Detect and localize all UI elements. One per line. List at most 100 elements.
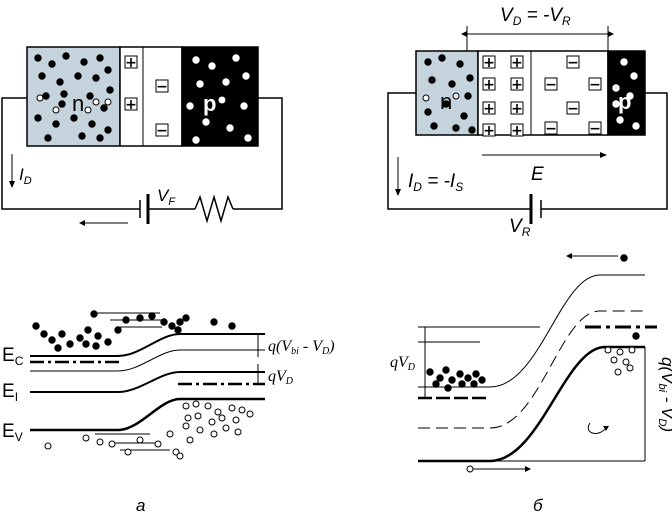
hole-dot [620, 58, 628, 66]
right-current-arrowhead [395, 189, 401, 196]
right-electron-arrowhead [566, 253, 572, 259]
right-wire-right [541, 92, 668, 210]
hole-dot [136, 436, 144, 444]
left-band-carriers [32, 310, 254, 460]
donor-ion: + [483, 123, 495, 139]
hole-dot [228, 404, 236, 412]
electron-dot [210, 318, 218, 326]
right-p-label: p [618, 89, 631, 114]
hole-dot [214, 408, 222, 416]
electron-dot [424, 108, 432, 116]
hole-dot [204, 402, 212, 410]
hole-dot [108, 440, 116, 448]
hole-dot [182, 422, 190, 430]
electron-dot [182, 314, 190, 322]
electron-dot [84, 326, 92, 334]
hole-dot [92, 98, 100, 106]
electron-dot [470, 380, 478, 388]
hole-dot [186, 436, 194, 444]
electron-dot [174, 326, 182, 334]
hole-dot [238, 406, 246, 414]
acceptor-ion: − [156, 123, 168, 139]
electron-dot [114, 326, 122, 334]
electron-dot [460, 112, 468, 120]
hole-dot [176, 452, 184, 460]
right-circuit: ++++++++−−−−−− n p VD = -VR ID = -IS E V… [387, 5, 668, 239]
hole-dot [242, 72, 250, 80]
electron-dot [38, 72, 46, 80]
right-voltage-label: VR [509, 216, 531, 239]
hole-dot [240, 102, 248, 110]
hole-dot [194, 412, 202, 420]
hole-dot [186, 102, 194, 110]
left-p-label: p [203, 91, 216, 116]
electron-dot [442, 100, 450, 108]
electron-dot [44, 134, 52, 142]
electron-dot [122, 316, 130, 324]
electron-dot [136, 314, 144, 322]
right-valence-band [418, 345, 645, 463]
left-band-diagram: EC EI EV q(Vbi - VD) qVD а [2, 310, 335, 515]
electron-dot [430, 122, 438, 130]
right-intrinsic-level [418, 310, 645, 429]
hole-dot [172, 448, 180, 456]
hole-dot [232, 416, 240, 424]
electron-dot [148, 312, 156, 320]
hole-dot [184, 414, 192, 422]
hole-dot [616, 116, 624, 124]
hole-dot [96, 438, 104, 446]
electron-dot [96, 54, 104, 62]
hole-dot [104, 98, 112, 106]
left-conduction-band [30, 333, 265, 357]
right-voltage-span-right-head [608, 31, 614, 37]
hole-dot [604, 346, 612, 354]
left-valence-band [30, 397, 265, 432]
electron-dot [76, 334, 84, 342]
donor-ion: + [483, 77, 495, 93]
hole-dot [610, 356, 618, 364]
electron-dot [100, 104, 108, 112]
electron-dot [94, 332, 102, 340]
hole-dot [614, 368, 622, 376]
left-carriers [34, 52, 252, 144]
electron-dot [168, 322, 176, 330]
electron-dot [48, 336, 56, 344]
donor-ion-box [124, 55, 138, 69]
electron-dot [96, 134, 104, 142]
left-current-arrowhead [9, 181, 15, 188]
electron-dot [48, 60, 56, 68]
donor-ion: + [511, 101, 523, 117]
hole-dot [616, 348, 624, 356]
electron-dot [74, 72, 82, 80]
acceptor-ion-box [588, 121, 602, 135]
hole-dot [630, 72, 638, 80]
donor-ion-box [510, 55, 524, 69]
acceptor-ion-box [566, 55, 580, 69]
electron-dot [86, 92, 94, 100]
hole-dot [244, 134, 252, 142]
right-curved-arrowhead [603, 426, 609, 431]
hole-dot [222, 424, 230, 432]
left-ions: ++−− [124, 55, 169, 139]
right-carriers [422, 54, 640, 134]
right-band-carriers [426, 254, 640, 473]
acceptor-ion: − [589, 77, 601, 93]
hole-dot [422, 94, 430, 102]
right-curved-arrow [587, 422, 607, 434]
electron-dot [92, 74, 100, 82]
left-n-label: n [72, 91, 84, 116]
donor-ion-box [510, 77, 524, 91]
right-voltage-span-left-head [461, 31, 467, 37]
electron-dot [106, 86, 114, 94]
acceptor-ion: − [589, 121, 601, 137]
hole-dot [192, 136, 200, 144]
left-resistor [194, 194, 234, 224]
hole-dot [628, 346, 636, 354]
donor-ion: + [125, 97, 137, 113]
donor-ion-box [510, 123, 524, 137]
electron-dot [438, 54, 446, 62]
hole-dot [626, 364, 634, 372]
hole-dot [192, 56, 200, 64]
left-wire-right [233, 97, 283, 210]
